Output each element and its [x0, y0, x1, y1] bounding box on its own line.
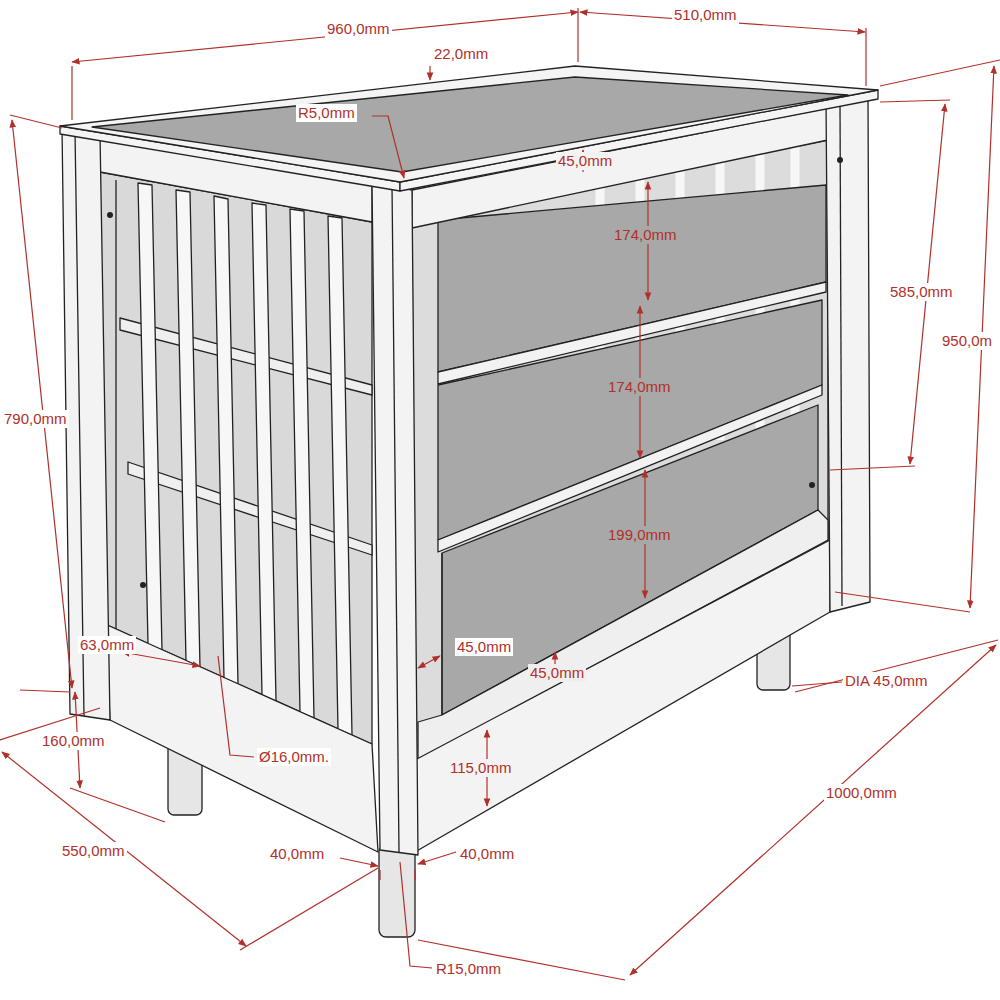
dimension-label: Ø16,0mm. — [257, 748, 331, 766]
dimension-label: 115,0mm — [448, 759, 513, 777]
dimension-label: 45,0mm — [528, 664, 586, 682]
dimension-label: 550,0mm — [60, 842, 127, 860]
dimension-label: 960,0mm — [325, 20, 392, 38]
dimension-label: 585,0mm — [888, 283, 955, 301]
dimension-label: 45,0mm — [556, 152, 614, 170]
dimension-label: 510,0mm — [672, 6, 739, 24]
dimension-label: 174,0mm — [612, 226, 679, 244]
dimension-label: 950,0m — [940, 332, 994, 350]
dimension-label: 22,0mm — [432, 45, 490, 63]
dimension-label: 45,0mm — [455, 638, 513, 656]
dimension-label: 790,0mm — [2, 410, 69, 428]
dimension-label: R15,0mm — [434, 960, 503, 978]
dimension-label: 174,0mm — [606, 378, 673, 396]
dimension-label: 40,0mm — [268, 845, 326, 863]
dimension-label: 160,0mm — [40, 732, 107, 750]
dimension-label: 40,0mm — [458, 845, 516, 863]
dimension-label: 1000,0mm — [824, 784, 899, 802]
dimension-label: DIA 45,0mm — [843, 672, 930, 690]
dimension-label: R5,0mm — [296, 104, 357, 122]
dimension-label: 199,0mm — [606, 526, 673, 544]
dimension-label: 63,0mm — [78, 636, 136, 654]
